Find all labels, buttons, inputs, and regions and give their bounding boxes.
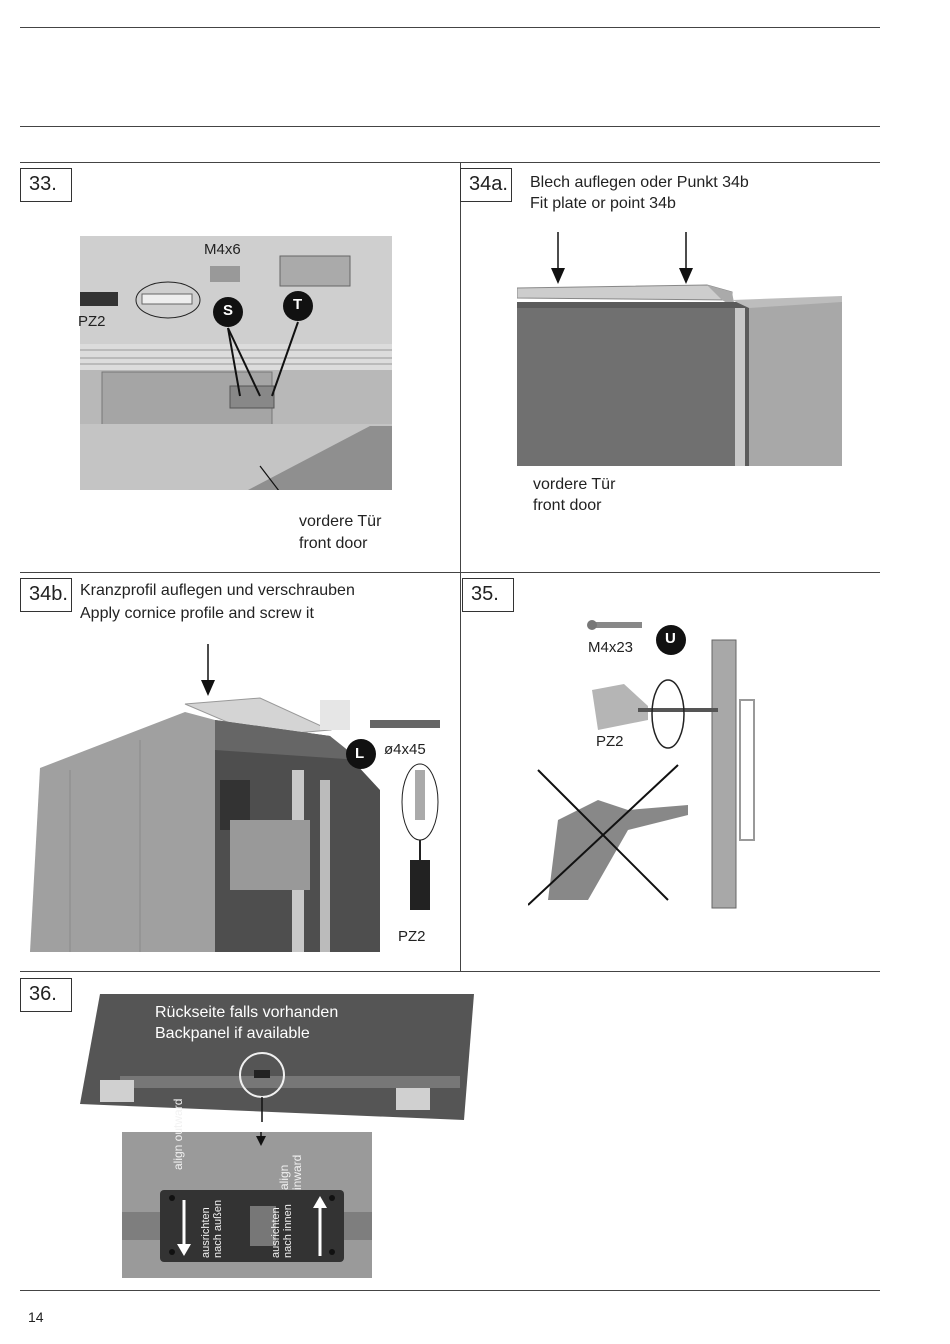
step-34b-illustration [30,644,440,952]
step-33-caption-en: front door [299,535,368,552]
step-35-driver-label: PZ2 [596,733,624,750]
step-34b-title-en: Apply cornice profile and screw it [80,605,314,622]
step-35-number: 35. [462,578,514,612]
align-outward-en: align outward [171,1098,185,1170]
step-34b-number: 34b. [20,578,72,612]
top-rule [20,27,880,28]
step-33-illustration [80,236,392,490]
callout-t: T [293,296,303,313]
step-33-caption-de: vordere Tür [299,513,382,530]
align-outward-de: ausrichten nach außen [200,1199,224,1258]
column-divider [460,162,461,972]
row3-rule [20,971,880,972]
step-36-title-en: Backpanel if available [155,1025,310,1042]
callout-l: L [355,745,365,762]
step-34b-screw-label: ø4x45 [384,741,426,758]
step-36-panel-illustration [80,994,474,1122]
step-34a-number: 34a. [460,168,512,202]
callout-s: S [223,302,234,319]
step-34b-driver-label: PZ2 [398,928,426,945]
step-33-number: 33. [20,168,72,202]
step-36-number: 36. [20,978,72,1012]
step-36-detail-illustration [122,1132,372,1278]
step-35-screw-label: M4x23 [588,639,634,656]
step-33-screw-label: M4x6 [204,241,241,258]
step-35-illustration [528,620,755,909]
step-34a-title-de: Blech auflegen oder Punkt 34b [530,174,749,191]
header-rule [20,126,880,127]
step-36-title-de: Rückseite falls vorhanden [155,1004,339,1021]
step-34b-title-de: Kranzprofil auflegen und verschrauben [80,582,355,599]
step-34a-caption-en: front door [533,497,602,514]
step-34a-caption-de: vordere Tür [533,476,616,493]
row2-rule [20,572,880,573]
align-inward-en: align inward [277,1154,304,1190]
page-number: 14 [28,1309,44,1325]
callout-u: U [665,630,676,647]
step-34a-title-en: Fit plate or point 34b [530,195,676,212]
row1-rule [20,162,880,163]
footer-rule [20,1290,880,1291]
align-inward-de: ausrichten nach innen [270,1204,294,1258]
step-34a-illustration [517,232,842,466]
step-33-driver-label: PZ2 [78,313,106,330]
